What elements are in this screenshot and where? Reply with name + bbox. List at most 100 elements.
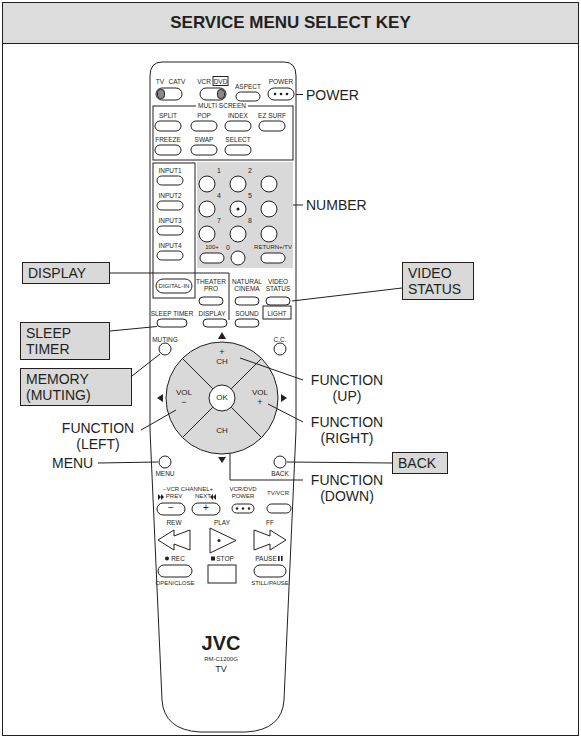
remote-button — [218, 539, 221, 542]
remote-button — [200, 253, 224, 263]
remote-button — [157, 319, 187, 327]
callout-label: FUNCTION (UP) — [306, 372, 388, 404]
remote-button — [182, 407, 212, 437]
button-label: POP — [197, 112, 211, 119]
remote-button — [153, 77, 294, 584]
remote-button — [203, 319, 227, 327]
button-label: SOUND — [235, 310, 258, 317]
remote-button — [225, 145, 251, 155]
leader-line — [292, 288, 402, 301]
callout-box: VIDEO STATUS — [402, 262, 474, 300]
remote-button — [199, 201, 215, 217]
button-label: SLEEP TIMER — [151, 310, 194, 317]
remote-button — [199, 176, 215, 192]
remote-button — [153, 163, 195, 298]
remote-button — [225, 121, 251, 131]
remote-button — [274, 456, 286, 468]
remote-button — [242, 507, 244, 509]
button-label: THEATER PRO — [196, 278, 226, 293]
button-label: 1 — [217, 167, 221, 175]
callout-box: MEMORY (MUTING) — [20, 368, 132, 406]
button-label: POWER — [269, 78, 294, 85]
remote-button — [261, 176, 277, 192]
remote-button — [274, 343, 286, 355]
button-label: + — [203, 502, 209, 514]
remote-button — [158, 565, 192, 577]
button-label: MULTI SCREEN — [196, 102, 248, 109]
remote-button — [210, 528, 236, 553]
button-label: 100+ — [205, 244, 219, 251]
remote-button — [278, 556, 280, 561]
remote-button — [213, 77, 228, 86]
remote-button — [218, 457, 226, 463]
remote-button — [235, 319, 259, 327]
remote-button — [159, 343, 171, 355]
button-label: EZ SURF — [258, 112, 286, 119]
title-band: SERVICE MENU SELECT KEY — [3, 3, 578, 43]
remote-button — [191, 121, 217, 131]
leader-line — [110, 273, 229, 320]
button-label: TV — [156, 78, 164, 85]
remote-button — [261, 226, 277, 242]
button-label: VCR/DVD POWER — [228, 486, 258, 500]
button-label: CH — [216, 426, 228, 435]
remote-button — [200, 88, 226, 100]
button-label: 7 — [217, 217, 221, 225]
button-label: C.C. — [274, 336, 287, 343]
remote-button — [254, 530, 286, 550]
remote-body — [150, 62, 296, 732]
button-label: PAUSE — [255, 555, 277, 562]
remote-body — [150, 62, 296, 732]
button-label: PLAY — [214, 519, 230, 526]
remote-button — [261, 253, 285, 263]
remote-button — [218, 332, 226, 339]
callout-text: SLEEP TIMER — [26, 325, 104, 357]
remote-button — [209, 385, 235, 411]
button-label: SELECT — [225, 136, 250, 143]
button-label: 8 — [248, 217, 252, 225]
remote-button — [157, 201, 183, 210]
button-label: DVD — [214, 78, 228, 85]
remote-button — [254, 565, 286, 577]
remote-button — [274, 93, 277, 96]
leader-line — [110, 327, 157, 332]
remote-button — [280, 93, 283, 96]
button-label: INPUT3 — [158, 217, 181, 224]
button-label: OK — [216, 393, 228, 402]
remote-button — [156, 279, 192, 293]
frame — [3, 3, 578, 43]
button-label: VOL — [176, 388, 192, 397]
leader-line — [98, 462, 158, 463]
remote-button — [158, 494, 161, 500]
button-label: + — [219, 347, 224, 357]
leader-line — [98, 95, 402, 481]
remote-button — [191, 145, 217, 155]
remote-button — [230, 176, 246, 192]
remote-button — [230, 226, 246, 242]
button-label: 0 — [226, 244, 230, 252]
frame — [3, 3, 579, 736]
remote-button — [232, 504, 254, 513]
remote-button — [235, 297, 259, 305]
button-label: STOP — [216, 555, 234, 562]
remote-button — [281, 394, 287, 402]
button-label: LIGHT — [267, 310, 286, 317]
remote-button — [182, 358, 212, 388]
remote-button — [213, 494, 216, 500]
remote-button — [261, 201, 277, 217]
brand-logo: JVC — [202, 632, 241, 655]
button-label: CH — [216, 357, 228, 366]
remote-button — [267, 504, 291, 513]
remote-button — [157, 394, 163, 402]
leader-line — [141, 410, 176, 430]
leader-line — [132, 354, 160, 376]
button-label: NEXT — [195, 493, 211, 500]
remote-button — [211, 557, 215, 561]
leader-line — [230, 453, 303, 480]
remote-button — [286, 93, 289, 96]
remote-button — [263, 306, 291, 319]
callout-text: VIDEO STATUS — [408, 265, 468, 297]
button-label: TV/VCR — [267, 490, 289, 497]
callout-box: SLEEP TIMER — [20, 322, 110, 360]
leader-line — [240, 358, 303, 380]
